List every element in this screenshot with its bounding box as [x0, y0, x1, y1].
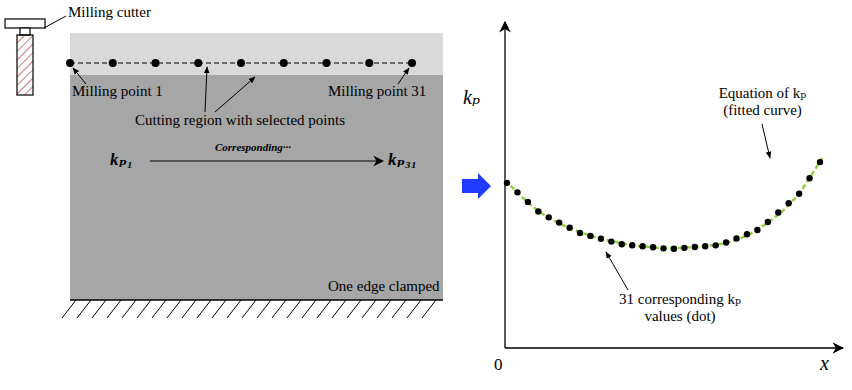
leader-arrow — [606, 252, 628, 290]
kp-dot — [723, 239, 729, 245]
hatch-stroke — [287, 300, 301, 318]
kp-dot — [608, 238, 614, 244]
leader-arrow — [205, 67, 207, 112]
kp-dot — [587, 233, 593, 239]
hatch-stroke — [302, 300, 316, 318]
kp-dot — [754, 227, 760, 233]
hatch-stroke — [242, 300, 256, 318]
kp-dot — [650, 244, 656, 250]
x-axis — [505, 347, 843, 348]
part-label: Milling cutter — [68, 4, 151, 21]
hatch-stroke — [107, 300, 121, 318]
hatch-stroke — [317, 300, 331, 318]
kp-dot — [660, 245, 666, 251]
leader-arrow — [398, 68, 409, 84]
hatch-stroke — [422, 300, 436, 318]
hatch-stroke — [152, 300, 166, 318]
milling-point — [109, 59, 117, 67]
plate — [70, 33, 443, 300]
milling-cutter — [5, 19, 45, 95]
hatch-stroke — [377, 300, 391, 318]
ground-hatch — [62, 300, 436, 318]
kp-label: kₚ₁ — [110, 150, 133, 170]
correspond-arrow — [150, 160, 383, 161]
leader-arrow — [215, 77, 255, 112]
hatch-stroke — [167, 300, 181, 318]
kp-dot — [504, 180, 510, 186]
kp-dot — [525, 199, 531, 205]
kp-dot — [671, 245, 677, 251]
hatch-stroke — [407, 300, 421, 318]
hatch-stroke — [227, 300, 241, 318]
axis-label: kₚ — [463, 86, 480, 109]
milling-point — [237, 59, 245, 67]
kp-dot — [629, 242, 635, 248]
transition-arrow — [462, 173, 491, 199]
fitted-chart — [504, 158, 823, 252]
hatch-stroke — [137, 300, 151, 318]
milling-point — [408, 59, 416, 67]
hatch-stroke — [362, 300, 376, 318]
fitted-curve — [505, 158, 822, 248]
dots-label: 31 corresponding kₚ values (dot) — [605, 291, 755, 326]
region-label: Cutting region with selected points — [135, 112, 345, 129]
hatch-stroke — [197, 300, 211, 318]
point-label: Milling point 1 — [72, 83, 163, 100]
correspond-label: Corresponding··· — [215, 141, 291, 154]
kp-dot — [546, 214, 552, 220]
kp-dot — [817, 159, 823, 165]
kp-dot — [765, 219, 771, 225]
hatch-stroke — [332, 300, 346, 318]
kp-dot — [733, 235, 739, 241]
kp-dot — [577, 230, 583, 236]
kp-dot — [712, 242, 718, 248]
milling-point — [194, 59, 202, 67]
leader-arrow — [762, 124, 770, 158]
kp-dot — [796, 191, 802, 197]
kp-label: kₚ₃₁ — [388, 150, 417, 170]
hatch-stroke — [347, 300, 361, 318]
hatch-stroke — [92, 300, 106, 318]
hatch-stroke — [272, 300, 286, 318]
support-label: One edge clamped — [328, 278, 440, 295]
kp-dot — [744, 231, 750, 237]
axis-label: x — [820, 352, 829, 375]
kp-dot — [702, 243, 708, 249]
kp-dot — [619, 241, 625, 247]
milling-point — [280, 59, 288, 67]
point-label: Milling point 31 — [328, 83, 426, 100]
kp-dot — [786, 200, 792, 206]
curve-label: Equation of kₚ (fitted curve) — [700, 85, 825, 120]
leader-arrow — [73, 68, 86, 84]
hatch-stroke — [122, 300, 136, 318]
kp-dot — [598, 236, 604, 242]
kp-dot — [681, 245, 687, 251]
milling-point — [66, 59, 74, 67]
kp-dot — [514, 189, 520, 195]
kp-dot — [566, 225, 572, 231]
milling-point — [323, 59, 331, 67]
kp-dot — [639, 243, 645, 249]
kp-dot — [535, 208, 541, 214]
kp-dot — [556, 219, 562, 225]
kp-dot — [806, 175, 812, 181]
leader-line — [44, 16, 66, 28]
hatch-stroke — [62, 300, 76, 318]
milling-point — [365, 59, 373, 67]
kp-dot — [692, 244, 698, 250]
milling-points — [66, 59, 416, 67]
clamped-edge — [70, 299, 443, 301]
hatch-stroke — [182, 300, 196, 318]
kp-dot — [775, 209, 781, 215]
cutting-band — [70, 33, 443, 75]
origin-label: 0 — [494, 355, 503, 375]
hatch-stroke — [257, 300, 271, 318]
hatch-stroke — [392, 300, 406, 318]
hatch-stroke — [77, 300, 91, 318]
milling-point — [152, 59, 160, 67]
hatch-stroke — [212, 300, 226, 318]
